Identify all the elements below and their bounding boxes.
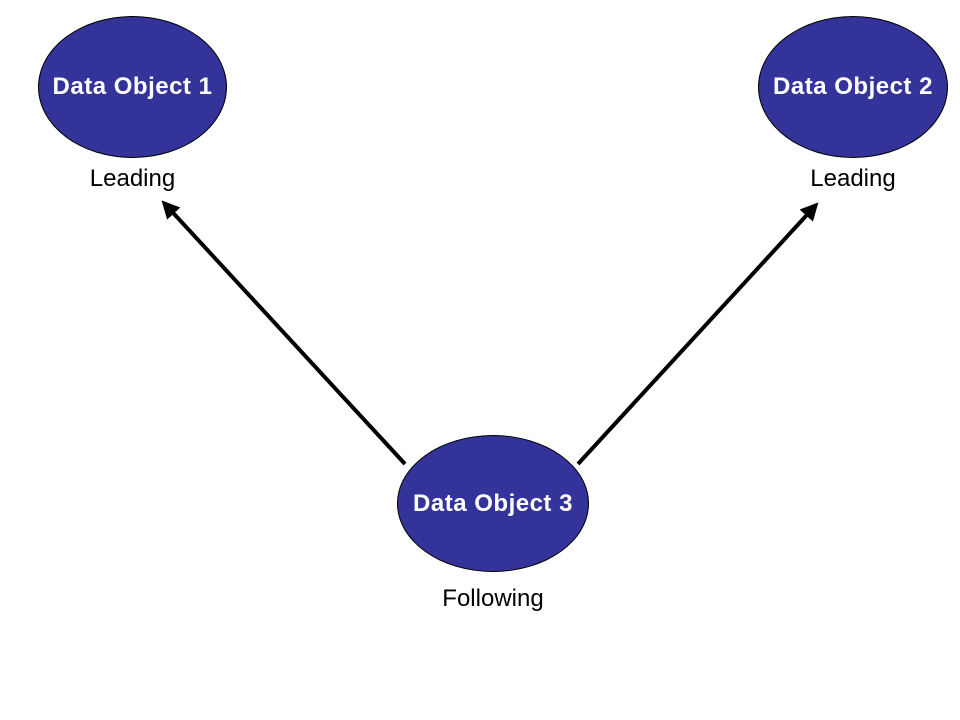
node-data-object-3-label: Data Object 3 xyxy=(413,489,573,517)
node-data-object-3: Data Object 3 xyxy=(397,435,589,572)
node-data-object-1-label: Data Object 1 xyxy=(52,73,213,100)
caption-following: Following xyxy=(442,585,544,612)
caption-leading-2: Leading xyxy=(810,165,896,192)
node-data-object-2-label: Data Object 2 xyxy=(773,73,933,100)
arrow-node3-to-node2 xyxy=(576,202,819,466)
arrow-node3-to-node1 xyxy=(161,200,407,466)
caption-leading-1: Leading xyxy=(89,165,176,192)
node-data-object-1: Data Object 1 xyxy=(38,16,227,158)
node-data-object-2: Data Object 2 xyxy=(758,16,948,158)
